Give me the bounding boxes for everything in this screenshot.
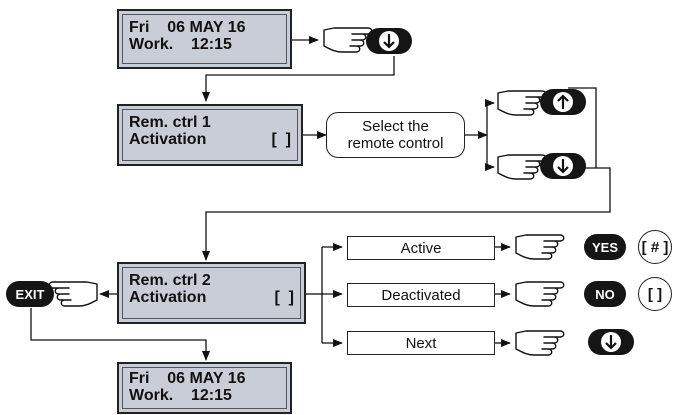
lcd-line: Work. 12:15	[129, 387, 232, 404]
option-label: Next	[405, 334, 437, 352]
connector	[202, 56, 395, 102]
exit-label: EXIT	[16, 287, 45, 302]
lcd-line: Fri 06 MAY 16	[129, 370, 246, 387]
option-deactivated[interactable]: Deactivated	[347, 283, 495, 307]
down-arrow-button[interactable]	[540, 153, 586, 179]
up-arrow-button[interactable]	[540, 89, 586, 115]
pointing-hand-icon	[515, 330, 565, 356]
lcd-screen-remote-2: Rem. ctrl 2 Activation [ ]	[117, 262, 306, 324]
connector	[30, 308, 210, 361]
pointing-hand-icon	[497, 90, 547, 116]
lcd-label: Activation	[129, 131, 207, 148]
lcd-screen-top: Fri 06 MAY 16 Work. 12:15	[117, 9, 292, 69]
option-label: Deactivated	[381, 286, 461, 304]
connector	[202, 167, 611, 261]
lcd-line: Fri 06 MAY 16	[129, 19, 246, 36]
down-arrow-button[interactable]	[366, 28, 412, 54]
lcd-status: [ ]	[271, 131, 291, 148]
lcd-line: Rem. ctrl 2	[129, 272, 211, 289]
no-button[interactable]: NO	[584, 281, 626, 307]
select-remote-instruction: Select the remote control	[326, 112, 465, 158]
pointing-hand-icon	[497, 154, 547, 180]
lcd-line: Work. 12:15	[129, 36, 232, 53]
lcd-line: Activation [ ]	[129, 131, 291, 148]
deactivated-indicator: [ ]	[638, 277, 672, 311]
lcd-line: Rem. ctrl 1	[129, 114, 211, 131]
lcd-line: Activation [ ]	[129, 289, 294, 306]
instruction-line: remote control	[347, 135, 444, 152]
pointing-hand-icon	[323, 27, 373, 53]
yes-label: YES	[592, 240, 618, 255]
pointing-hand-icon	[48, 281, 98, 307]
option-next[interactable]: Next	[347, 331, 495, 355]
exit-button[interactable]: EXIT	[6, 281, 54, 307]
pointing-hand-icon	[515, 234, 565, 260]
down-arrow-button[interactable]	[588, 329, 634, 355]
lcd-screen-bottom: Fri 06 MAY 16 Work. 12:15	[117, 362, 292, 414]
active-indicator: [ # ]	[638, 230, 672, 264]
option-label: Active	[400, 239, 442, 257]
lcd-screen-remote-1: Rem. ctrl 1 Activation [ ]	[117, 104, 303, 166]
lcd-label: Activation	[129, 289, 207, 306]
instruction-line: Select the	[362, 118, 429, 135]
lcd-status: [ ]	[274, 289, 294, 306]
option-active[interactable]: Active	[347, 236, 495, 260]
pointing-hand-icon	[515, 281, 565, 307]
no-label: NO	[595, 287, 615, 302]
yes-button[interactable]: YES	[584, 234, 626, 260]
